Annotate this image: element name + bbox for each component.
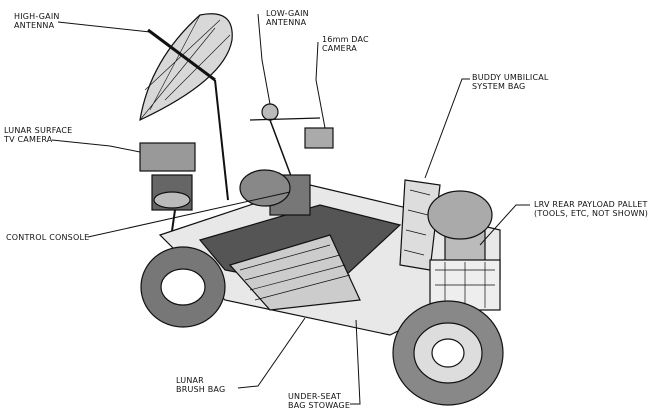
rear-left-wheel — [392, 300, 504, 406]
label-low-gain-antenna: LOW-GAIN ANTENNA — [266, 9, 309, 27]
high-gain-antenna-dish — [139, 13, 233, 201]
leader-payload-pallet — [479, 204, 530, 246]
label-line: HIGH-GAIN — [14, 12, 60, 21]
label-line: ANTENNA — [14, 21, 55, 30]
label-line: (TOOLS, ETC, NOT SHOWN) — [534, 209, 649, 218]
label-line: CONTROL CONSOLE — [6, 233, 90, 242]
leader-brush-bag — [237, 317, 306, 389]
label-line: BRUSH BAG — [176, 385, 226, 394]
leader-lines — [51, 13, 530, 405]
label-dac-camera: 16mm DAC CAMERA — [322, 35, 369, 53]
tv-camera — [139, 142, 196, 246]
label-rear-payload-pallet: LRV REAR PAYLOAD PALLET (TOOLS, ETC, NOT… — [534, 200, 648, 218]
label-line: BUDDY UMBILICAL — [472, 73, 549, 82]
label-tv-camera: LUNAR SURFACE TV CAMERA — [4, 126, 72, 144]
rover-chassis — [158, 174, 501, 336]
label-line: ANTENNA — [266, 18, 307, 27]
label-line: BAG STOWAGE — [288, 401, 351, 410]
label-line: LUNAR SURFACE — [4, 126, 73, 135]
label-buddy-umbilical: BUDDY UMBILICAL SYSTEM BAG — [472, 73, 549, 91]
leader-dac-camera — [315, 41, 326, 129]
label-line: 16mm DAC — [322, 35, 369, 44]
label-line: UNDER-SEAT — [288, 392, 342, 401]
dac-camera — [304, 127, 334, 149]
label-line: LRV REAR PAYLOAD PALLET — [534, 200, 648, 209]
front-left-wheel — [140, 246, 226, 328]
label-line: TV CAMERA — [4, 135, 53, 144]
label-line: LOW-GAIN — [266, 9, 309, 18]
leader-under-seat — [350, 319, 361, 405]
leader-low-gain — [257, 13, 271, 105]
leader-high-gain — [57, 21, 151, 33]
label-under-seat: UNDER-SEAT BAG STOWAGE — [288, 392, 350, 410]
leader-tv-camera — [51, 139, 141, 153]
leader-control-console — [87, 191, 291, 238]
label-control-console: CONTROL CONSOLE — [6, 233, 89, 242]
label-line: LUNAR — [176, 376, 204, 385]
front-right-wheel — [239, 169, 291, 207]
rear-right-wheel — [427, 190, 493, 240]
label-line: CAMERA — [322, 44, 357, 53]
leader-buddy-umbilical — [424, 78, 470, 179]
label-high-gain-antenna: HIGH-GAIN ANTENNA — [14, 12, 60, 30]
label-brush-bag: LUNAR BRUSH BAG — [176, 376, 225, 394]
label-line: SYSTEM BAG — [472, 82, 526, 91]
